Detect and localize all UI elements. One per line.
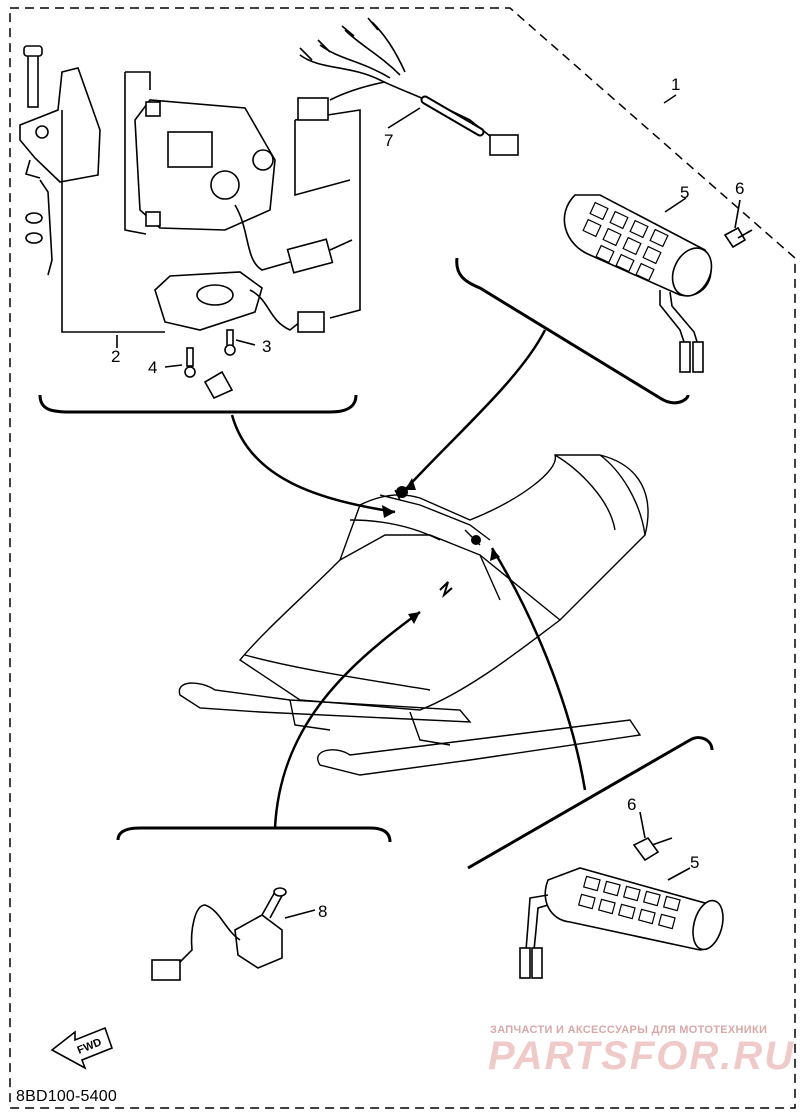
callout-6-bottom: 6 <box>627 795 636 814</box>
callout-6-top: 6 <box>735 179 744 198</box>
arrow-head-1 <box>382 505 395 518</box>
arrow-head-4 <box>490 548 500 561</box>
snowmobile-body <box>178 454 649 776</box>
group-bracket-bottom-left <box>116 826 392 843</box>
toggle-switch <box>151 887 316 981</box>
watermark-brand: PARTSFOR.RU <box>488 1034 796 1078</box>
pointer-lines <box>230 329 587 829</box>
callout-8: 8 <box>318 902 327 921</box>
wiring-harness <box>294 17 519 197</box>
group-bracket-top-right <box>455 257 690 405</box>
callout-5-top: 5 <box>680 183 689 202</box>
callout-2: 2 <box>111 347 120 366</box>
arrow-head-3 <box>408 612 420 624</box>
fwd-direction-arrow: FWD <box>50 1026 114 1070</box>
callout-1-leader <box>663 94 677 104</box>
switch-assembly-group <box>19 45 361 400</box>
watermark-tagline: ЗАПЧАСТИ И АКСЕССУАРЫ ДЛЯ МОТОТЕХНИКИ <box>490 1024 768 1036</box>
callout-5-bottom: 5 <box>690 853 699 872</box>
arrow-head-2 <box>405 478 416 490</box>
callout-3: 3 <box>262 337 271 356</box>
callout-1: 1 <box>671 75 680 94</box>
part-code-label: 8BD100-5400 <box>16 1088 117 1105</box>
callout-7: 7 <box>384 131 393 150</box>
group-bracket-top-left <box>38 394 358 414</box>
grip-top-right <box>563 194 753 373</box>
callout-4: 4 <box>148 358 157 377</box>
grip-bottom-right <box>519 811 724 979</box>
group-bracket-bottom-right <box>467 736 714 870</box>
